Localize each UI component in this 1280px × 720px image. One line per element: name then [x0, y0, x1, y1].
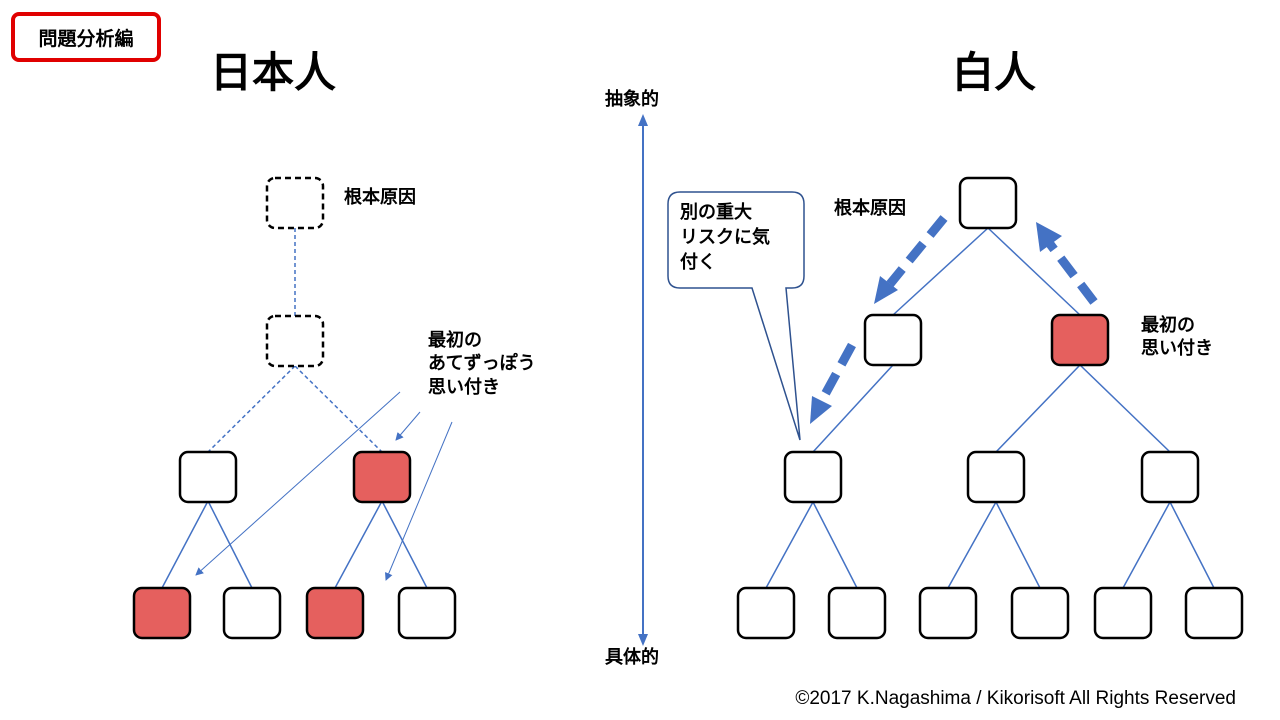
left-root-cause-label: 根本原因 [344, 187, 416, 208]
speech-bubble-line: リスクに気 [680, 227, 770, 249]
right-first-idea-line: 最初の [1141, 315, 1195, 336]
right-mid-node-highlighted [1050, 313, 1110, 367]
right-connector [892, 227, 989, 316]
speech-bubble-line: 別の重大 [680, 202, 752, 223]
speech-bubble [667, 191, 805, 441]
right-leaf [1184, 586, 1244, 640]
right-node [966, 450, 1026, 504]
left-connector-mid-b [294, 365, 383, 453]
right-leaf [1010, 586, 1070, 640]
left-connector [161, 500, 209, 589]
left-node-highlighted [352, 450, 412, 504]
right-connector [1079, 364, 1171, 453]
speech-bubble-line: 付く [680, 252, 716, 274]
right-leaf [1093, 586, 1153, 640]
axis-arrow-down [638, 634, 648, 646]
right-first-idea-label: 最初の 思い付き [1141, 314, 1213, 361]
left-leaf-highlighted [305, 586, 365, 640]
right-connector [1122, 501, 1171, 589]
right-leaf [827, 586, 887, 640]
right-title: 白人 [952, 48, 1037, 97]
callout-arrow [385, 421, 453, 581]
right-connector [947, 501, 997, 589]
right-connector [987, 227, 1081, 316]
search-arrow-left [886, 215, 948, 287]
left-node [178, 450, 238, 504]
left-connector [334, 500, 383, 589]
right-connector [765, 501, 814, 589]
left-leaf [397, 586, 457, 640]
right-first-idea-line: 思い付き [1141, 338, 1213, 360]
right-mid-node [863, 313, 923, 367]
search-arrow-down [818, 342, 856, 403]
axis-label-concrete: 具体的 [605, 647, 659, 668]
search-arrow-down-head [810, 396, 832, 424]
left-title: 日本人 [210, 48, 337, 97]
right-connector [812, 501, 858, 589]
axis-label-abstract: 抽象的 [605, 89, 659, 110]
right-connector [995, 364, 1081, 453]
right-connector [1169, 501, 1215, 589]
right-connector [995, 501, 1041, 589]
copyright-footer: ©2017 K.Nagashima / Kikorisoft All Right… [795, 688, 1236, 709]
left-connector [381, 500, 428, 589]
search-arrow-left-head [874, 276, 898, 304]
search-arrow-up-head [1036, 222, 1062, 252]
left-leaf [222, 586, 282, 640]
right-root-cause-label: 根本原因 [834, 198, 906, 219]
left-callout-line: 思い付き [428, 376, 500, 398]
left-mid-node [265, 314, 325, 368]
speech-bubble-text: 別の重大 リスクに気 付く [680, 200, 770, 276]
callout-arrow [195, 391, 401, 576]
right-leaf [918, 586, 978, 640]
right-connector [812, 364, 894, 453]
left-callout-line: あてずっぽう [428, 353, 536, 375]
right-node [783, 450, 843, 504]
callout-arrow [395, 411, 421, 441]
left-callout-line: 最初の [428, 330, 482, 351]
left-callout-label: 最初の あてずっぽう 思い付き [428, 329, 536, 399]
right-node [1140, 450, 1200, 504]
right-root-node [958, 176, 1018, 230]
axis-arrow-up [638, 114, 648, 126]
search-arrow-up [1046, 241, 1098, 305]
right-leaf [736, 586, 796, 640]
left-root-node [265, 176, 325, 230]
left-connector-mid-a [207, 365, 296, 453]
left-leaf-highlighted [132, 586, 192, 640]
section-badge: 問題分析編 [11, 12, 161, 62]
